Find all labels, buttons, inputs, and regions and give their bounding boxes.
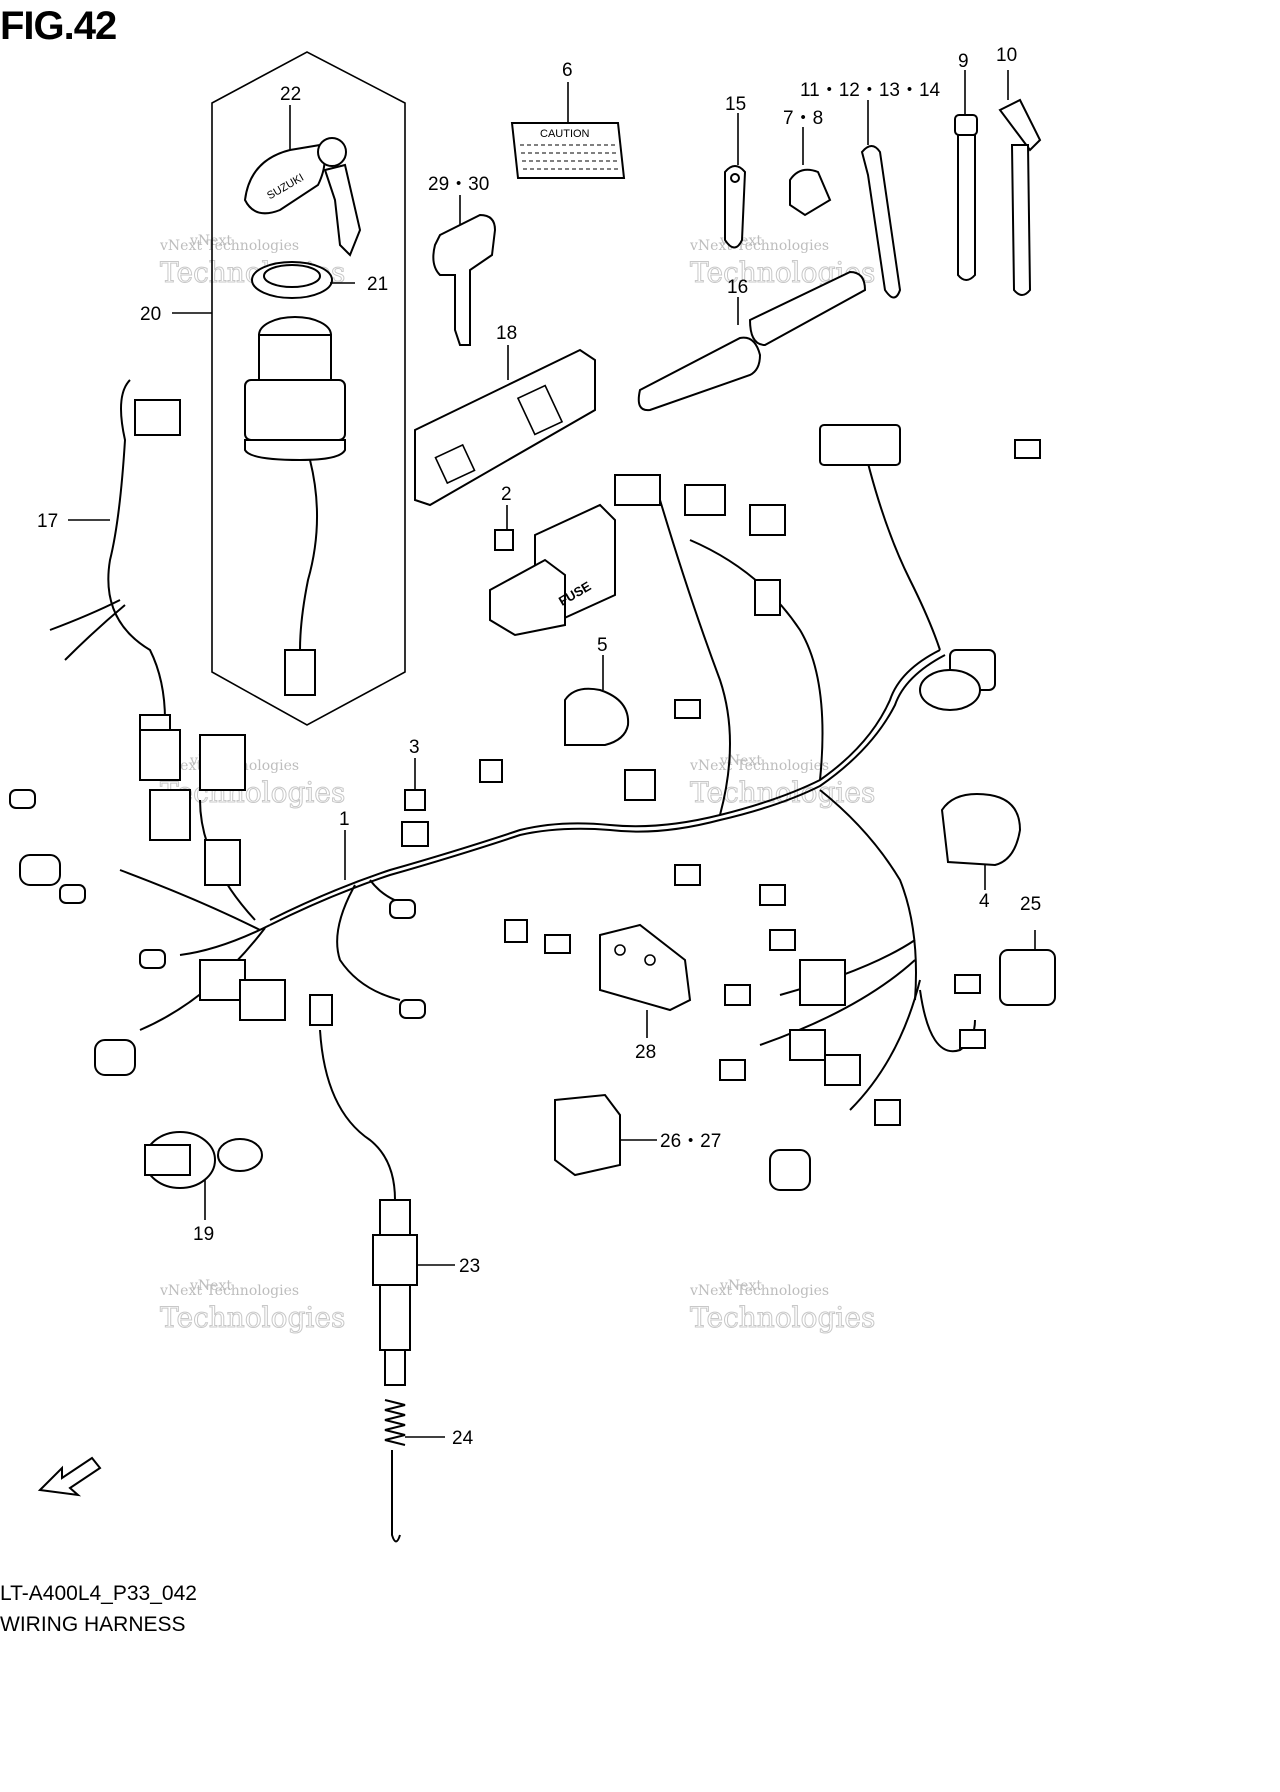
callout-23[interactable]: 23 bbox=[459, 1256, 480, 1277]
callout-25[interactable]: 25 bbox=[1020, 894, 1041, 915]
watermark-line1: vNext Technologies bbox=[159, 238, 299, 254]
cover-part-4[interactable] bbox=[940, 793, 1022, 867]
main-harness-part-1[interactable] bbox=[119, 429, 976, 1111]
callout-11-14[interactable]: 11・12・13・14 bbox=[800, 80, 941, 101]
watermark-line1: vNext Technologies bbox=[159, 1283, 299, 1299]
watermark-arc: vNext bbox=[189, 233, 232, 249]
callout-17[interactable]: 17 bbox=[37, 511, 58, 532]
callout-4[interactable]: 4 bbox=[979, 891, 990, 912]
callout-24[interactable]: 24 bbox=[452, 1428, 474, 1449]
clamp-part-15[interactable] bbox=[724, 165, 747, 249]
watermark-line2: Technologies bbox=[690, 776, 875, 809]
switch-wire bbox=[299, 459, 318, 651]
callout-9[interactable]: 9 bbox=[958, 51, 969, 72]
figure-code: LT-A400L4_P33_042 bbox=[0, 1582, 197, 1605]
caution-label-text: CAUTION bbox=[540, 128, 590, 140]
callout-10[interactable]: 10 bbox=[996, 45, 1017, 66]
connectors[interactable] bbox=[9, 424, 1041, 1191]
callout-22[interactable]: 22 bbox=[280, 84, 301, 105]
figure-name: WIRING HARNESS bbox=[0, 1613, 186, 1636]
callout-15[interactable]: 15 bbox=[725, 94, 746, 115]
spring-part-24[interactable] bbox=[384, 1399, 406, 1543]
lock-ring-part-21[interactable] bbox=[251, 261, 333, 299]
callout-7-8[interactable]: 7・8 bbox=[783, 108, 823, 129]
sleeve-part-16[interactable] bbox=[637, 270, 867, 412]
cable-tie-part-9[interactable] bbox=[954, 114, 978, 281]
callout-16[interactable]: 16 bbox=[727, 277, 748, 298]
key-part-22[interactable]: SUZUKI bbox=[243, 137, 362, 257]
ignition-switch-assembly[interactable]: SUZUKI bbox=[211, 51, 406, 726]
clamp-part-7-8[interactable] bbox=[789, 168, 832, 217]
relay-part-26-27[interactable] bbox=[554, 1093, 621, 1177]
relay-part-25[interactable] bbox=[999, 949, 1056, 1006]
callout-18[interactable]: 18 bbox=[496, 323, 517, 344]
watermark: vNext vNext Technologies Technologies bbox=[689, 753, 876, 810]
cable-tie-part-10[interactable] bbox=[998, 98, 1042, 296]
watermark-line2: Technologies bbox=[160, 1301, 345, 1334]
callout-29-30[interactable]: 29・30 bbox=[428, 174, 489, 195]
callout-21[interactable]: 21 bbox=[367, 274, 388, 295]
cover-part-5[interactable] bbox=[564, 687, 630, 746]
callout-20[interactable]: 20 bbox=[140, 304, 161, 325]
fuse-box-part-2[interactable]: FUSE bbox=[489, 503, 616, 637]
watermark-line1: vNext Technologies bbox=[689, 238, 829, 254]
switch-connector[interactable] bbox=[284, 649, 316, 696]
callout-6[interactable]: 6 bbox=[562, 60, 573, 81]
callout-26-27[interactable]: 26・27 bbox=[660, 1131, 721, 1152]
key-blank-part-29-30[interactable] bbox=[432, 213, 497, 346]
bracket-part-28[interactable] bbox=[599, 923, 692, 1012]
watermark: vNext vNext Technologies Technologies bbox=[689, 1278, 876, 1335]
callout-19[interactable]: 19 bbox=[193, 1224, 214, 1245]
watermark: vNext vNext Technologies Technologies bbox=[159, 1278, 346, 1335]
watermark-line2: Technologies bbox=[690, 1301, 875, 1334]
cable-tie-part-11-14[interactable] bbox=[860, 145, 902, 299]
callout-1[interactable]: 1 bbox=[339, 809, 350, 830]
watermark-line1: vNext Technologies bbox=[689, 1283, 829, 1299]
callout-5[interactable]: 5 bbox=[597, 635, 608, 656]
callout-28[interactable]: 28 bbox=[635, 1042, 656, 1063]
figure-title: FIG.42 bbox=[0, 4, 117, 48]
callout-3[interactable]: 3 bbox=[409, 737, 420, 758]
caution-label-part-6[interactable]: CAUTION bbox=[510, 122, 626, 179]
callout-2[interactable]: 2 bbox=[501, 484, 512, 505]
assembly-outline bbox=[211, 51, 406, 726]
watermark-arc: vNext bbox=[719, 1278, 762, 1294]
oxygen-sensor-part-23[interactable] bbox=[319, 1029, 418, 1386]
callouts: 22 6 29・30 15 7・8 11・12・13・14 9 10 21 20… bbox=[37, 45, 1041, 1449]
cap-part-3[interactable] bbox=[401, 789, 429, 847]
leader-lines bbox=[68, 70, 1036, 1438]
sensor-part-19[interactable] bbox=[144, 1131, 263, 1189]
watermark-arc: vNext bbox=[189, 1278, 232, 1294]
switch-body[interactable] bbox=[244, 316, 346, 462]
bracket-part-18[interactable] bbox=[414, 348, 596, 507]
forward-arrow: FWD bbox=[37, 1456, 102, 1497]
sub-harness-part-17[interactable] bbox=[49, 379, 181, 761]
watermark-line1: vNext Technologies bbox=[689, 758, 829, 774]
